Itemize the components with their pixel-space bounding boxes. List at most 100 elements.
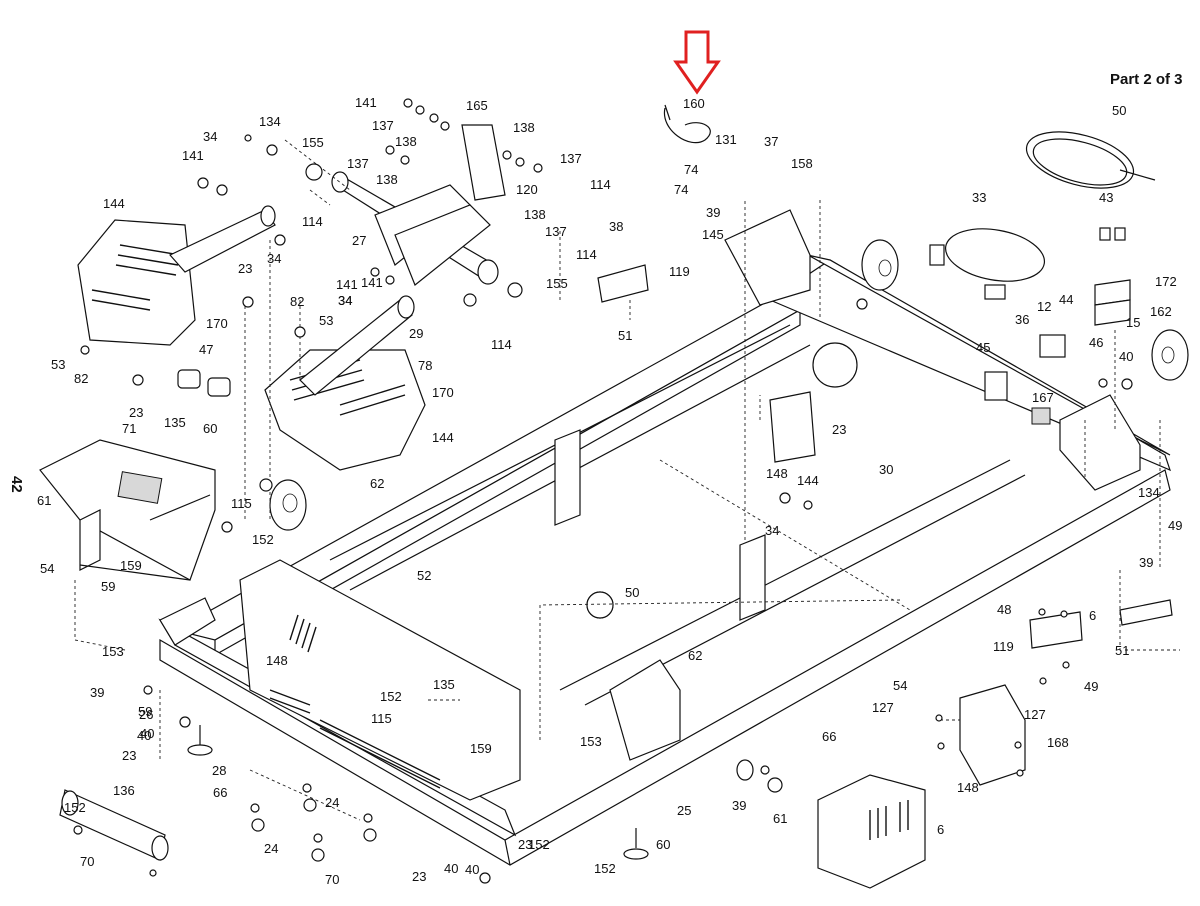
part-callout: 141: [182, 148, 204, 163]
part-callout: 137: [560, 151, 582, 166]
part-callout: 152: [380, 689, 402, 704]
part-callout: 59: [101, 579, 115, 594]
part-callout: 61: [37, 493, 51, 508]
part-callout: 70: [325, 872, 339, 887]
part-callout: 54: [40, 561, 54, 576]
part-callout: 159: [470, 741, 492, 756]
part-callout: 36: [1015, 312, 1029, 327]
part-callout: 34: [765, 523, 779, 538]
part-callout: 28: [212, 763, 226, 778]
part-callout: 138: [524, 207, 546, 222]
part-callout: 6: [1089, 608, 1096, 623]
part-callout: 50: [625, 585, 639, 600]
part-callout: 145: [702, 227, 724, 242]
part-callout: 165: [466, 98, 488, 113]
part-callout: 51: [1115, 643, 1129, 658]
part-callout: 23: [518, 837, 532, 852]
part-callout: 141: [336, 277, 358, 292]
part-callout: 39: [90, 685, 104, 700]
part-callout: 138: [376, 172, 398, 187]
part-callout: 66: [213, 785, 227, 800]
part-callout: 59: [138, 704, 152, 719]
part-callout: 127: [1024, 707, 1046, 722]
assembly-guide-lines: [74, 139, 1180, 821]
part-callout: 82: [290, 294, 304, 309]
part-callout: 62: [370, 476, 384, 491]
part-callout: 160: [683, 96, 705, 111]
part-callout: 49: [1168, 518, 1182, 533]
frame-louver: [269, 614, 441, 789]
part-callout: 62: [688, 648, 702, 663]
part-callout: 155: [546, 276, 568, 291]
part-callout: 134: [259, 114, 281, 129]
part-callout: 168: [1047, 735, 1069, 750]
fasteners: [73, 98, 1133, 884]
part-callout: 131: [715, 132, 737, 147]
part-callout: 30: [879, 462, 893, 477]
part-callout: 66: [822, 729, 836, 744]
part-callout: 52: [417, 568, 431, 583]
part-callout: 50: [1112, 103, 1126, 118]
part-callout: 74: [684, 162, 698, 177]
part-callout: 60: [203, 421, 217, 436]
part-callout: 152: [64, 800, 86, 815]
part-callout: 158: [791, 156, 813, 171]
part-callout: 60: [656, 837, 670, 852]
part-callout: 45: [976, 340, 990, 355]
part-callout: 61: [773, 811, 787, 826]
part-callout: 138: [395, 134, 417, 149]
part-callout: 23: [832, 422, 846, 437]
part-callout: 134: [1138, 485, 1160, 500]
part-callout: 144: [103, 196, 125, 211]
part-callout: 34: [338, 293, 352, 308]
part-indicator: Part 2 of 3: [1110, 71, 1183, 88]
part-callout: 23: [238, 261, 252, 276]
part-callout: 53: [319, 313, 333, 328]
part-callout: 26: [139, 707, 153, 722]
part-callout: 34: [338, 293, 352, 308]
part-callout: 120: [516, 182, 538, 197]
part-callout: 159: [120, 558, 142, 573]
part-callout: 15: [1126, 315, 1140, 330]
part-callout: 40: [465, 862, 479, 877]
left-platform: [39, 439, 216, 581]
part-callout: 34: [203, 129, 217, 144]
part-callout: 24: [325, 795, 339, 810]
part-callout: 54: [893, 678, 907, 693]
part-callout: 25: [677, 803, 691, 818]
part-callout: 137: [545, 224, 567, 239]
part-callout: 115: [371, 711, 392, 726]
part-callout: 137: [347, 156, 369, 171]
part-callout: 51: [618, 328, 632, 343]
part-callout: 127: [872, 700, 894, 715]
part-callout: 48: [997, 602, 1011, 617]
leveling-feet: [187, 725, 649, 860]
part-callout: 152: [594, 861, 616, 876]
part-callout: 29: [409, 326, 423, 341]
part-callout: 82: [74, 371, 88, 386]
page-number: 42: [8, 476, 25, 493]
part-callout: 170: [432, 385, 454, 400]
part-callout: 47: [199, 342, 213, 357]
part-callout: 144: [797, 473, 819, 488]
part-callout: 24: [264, 841, 278, 856]
part-callout: 40: [444, 861, 458, 876]
part-callout: 148: [957, 780, 979, 795]
part-callout: 40: [137, 728, 151, 743]
part-callout: 43: [1099, 190, 1113, 205]
part-callout: 114: [590, 177, 611, 192]
part-callout: 38: [609, 219, 623, 234]
part-callout: 12: [1037, 299, 1051, 314]
part-callout: 167: [1032, 390, 1054, 405]
part-callout: 71: [122, 421, 136, 436]
part-callout: 39: [732, 798, 746, 813]
base-frame: [158, 209, 1171, 866]
part-callout: 137: [372, 118, 394, 133]
part-callout: 153: [580, 734, 602, 749]
part-callout: 39: [1139, 555, 1153, 570]
part-callout: 153: [102, 644, 124, 659]
part-callout: 114: [576, 247, 597, 262]
part-callout: 115: [231, 496, 252, 511]
